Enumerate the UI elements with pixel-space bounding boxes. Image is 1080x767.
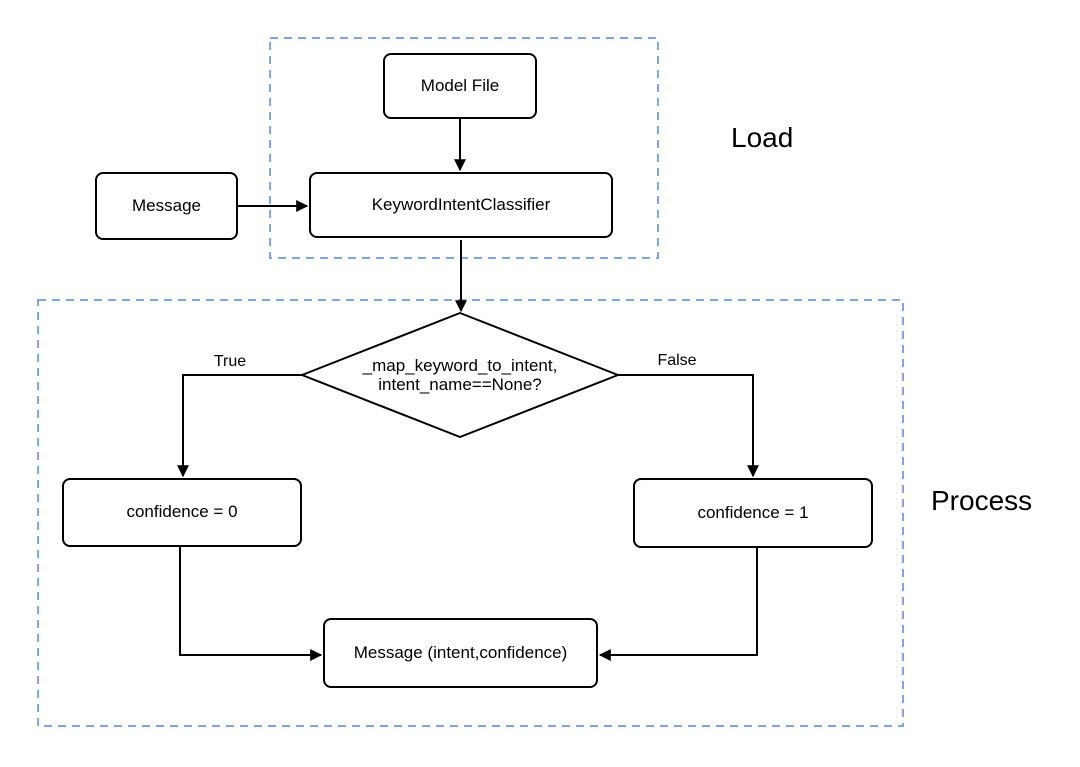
edge-confone-to-output [598, 548, 758, 661]
node-message-input: Message [95, 172, 238, 240]
load-region-label: Load [731, 122, 794, 153]
node-output-message-label: Message (intent,confidence) [353, 642, 568, 662]
node-output-message: Message (intent,confidence) [323, 618, 598, 688]
edge-label-true: True [213, 353, 247, 370]
node-message-input-label: Message [132, 195, 201, 215]
node-keyword-intent-classifier: KeywordIntentClassifier [309, 172, 613, 238]
edge-decision-false-to-confone [618, 374, 759, 478]
decision-label: _map_keyword_to_intent, intent_name==Non… [320, 356, 600, 394]
node-confidence-zero: confidence = 0 [62, 478, 302, 547]
edge-label-false: False [657, 352, 697, 369]
load-region-outline [269, 37, 659, 259]
process-region-outline [37, 299, 904, 727]
node-confidence-zero-label: confidence = 0 [126, 502, 238, 522]
decision-diamond-shape [301, 312, 619, 438]
process-region-label: Process [931, 485, 1033, 516]
node-model-file-label: Model File [420, 75, 500, 95]
edge-decision-true-to-confzero [177, 374, 302, 478]
node-model-file: Model File [383, 53, 537, 119]
node-keyword-intent-classifier-label: KeywordIntentClassifier [371, 194, 551, 214]
node-confidence-one-label: confidence = 1 [697, 502, 809, 522]
decision-label-line2: intent_name==None? [378, 375, 542, 394]
decision-label-line1: _map_keyword_to_intent, [362, 356, 558, 375]
edge-confzero-to-output [179, 547, 323, 661]
node-confidence-one: confidence = 1 [633, 478, 873, 548]
